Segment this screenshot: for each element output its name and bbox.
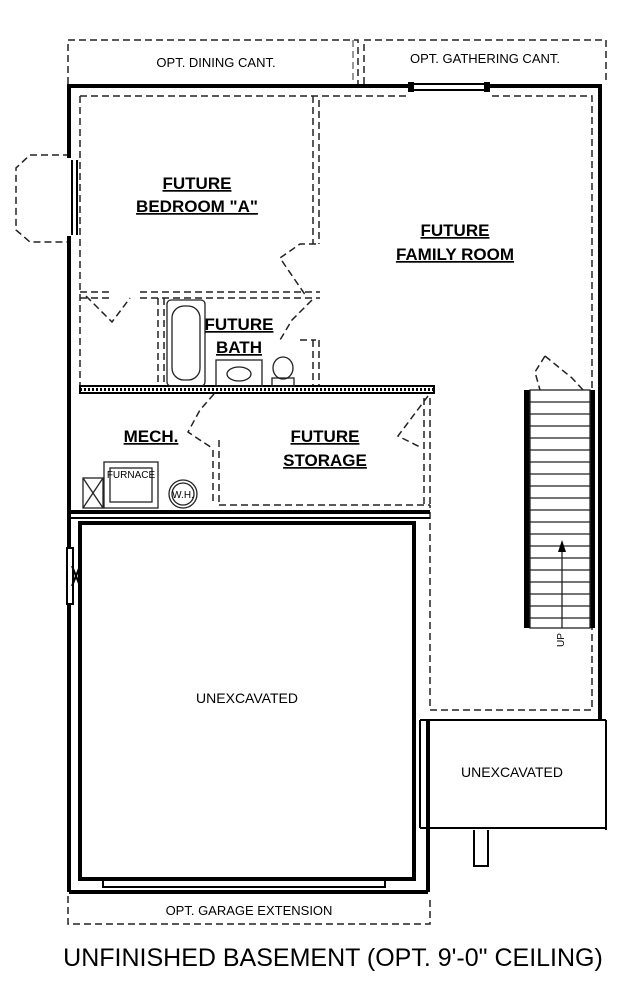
label-family-line1: FUTURE <box>421 221 490 240</box>
furnace <box>103 461 159 509</box>
label-bedroom-line1: FUTURE <box>163 174 232 193</box>
stairs <box>524 389 595 629</box>
label-opt-gathering-cant: OPT. GATHERING CANT. <box>410 51 560 66</box>
exterior-walls <box>67 84 607 894</box>
label-unexcavated-small: UNEXCAVATED <box>461 764 563 780</box>
label-opt-garage-extension: OPT. GARAGE EXTENSION <box>166 903 333 918</box>
label-storage-line1: FUTURE <box>291 427 360 446</box>
opt-garage-extension-outline <box>67 896 431 925</box>
label-bath-line2: BATH <box>216 338 262 357</box>
opt-dining-cantilever <box>67 39 359 84</box>
label-unexcavated-main: UNEXCAVATED <box>196 690 298 706</box>
door-swings <box>85 243 586 449</box>
toilet <box>271 356 295 387</box>
bay-window-outline <box>15 154 78 243</box>
garage-unexcavated <box>78 521 416 888</box>
bath-vanity <box>215 359 263 387</box>
label-furnace: FURNACE <box>107 470 156 481</box>
future-walls <box>79 95 593 711</box>
label-water-heater: W.H. <box>172 490 194 501</box>
label-family-line2: FAMILY ROOM <box>396 245 514 264</box>
window-top <box>408 82 490 92</box>
bearing-wall <box>79 385 435 394</box>
water-heater <box>168 479 198 509</box>
mech-walls <box>71 510 430 519</box>
sump-box <box>82 477 104 509</box>
plan-title: UNFINISHED BASEMENT (OPT. 9'-0" CEILING) <box>63 944 603 972</box>
label-bath-line1: FUTURE <box>205 315 274 334</box>
label-storage-line2: STORAGE <box>283 451 367 470</box>
opt-gathering-cantilever <box>363 39 607 84</box>
label-opt-dining-cant: OPT. DINING CANT. <box>156 55 275 70</box>
bathtub <box>166 299 206 387</box>
label-bedroom-line2: BEDROOM "A" <box>136 197 258 216</box>
label-stair-up: UP <box>556 633 567 647</box>
label-mech: MECH. <box>124 427 179 446</box>
